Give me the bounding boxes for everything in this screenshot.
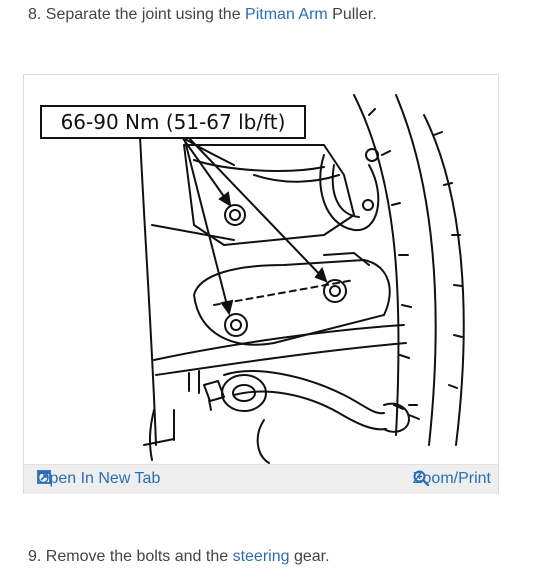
open-in-new-tab-button[interactable]: Open In New Tab: [37, 470, 160, 488]
step-9-suffix: gear.: [289, 548, 330, 565]
step-8-prefix: 8. Separate the joint using the: [28, 6, 246, 23]
pitman-arm-link[interactable]: Pitman Arm: [245, 6, 328, 23]
step-8-text: 8. Separate the joint using the Pitman A…: [28, 6, 377, 24]
step-9-text: 9. Remove the bolts and the steering gea…: [28, 548, 330, 566]
step-9-prefix: 9. Remove the bolts and the: [28, 548, 233, 565]
torque-spec-label: 66-90 Nm (51-67 lb/ft): [40, 105, 306, 139]
steering-link[interactable]: steering: [232, 548, 290, 565]
figure-card: 66-90 Nm (51-67 lb/ft) Open In New Tab Z…: [23, 74, 499, 494]
figure-toolbar: Open In New Tab Zoom/Print: [24, 464, 498, 494]
zoom-magnifier-icon: [413, 470, 429, 486]
zoom-print-button[interactable]: Zoom/Print: [413, 470, 491, 488]
zoom-print-label: Zoom/Print: [412, 470, 491, 487]
open-in-new-tab-icon: [37, 470, 51, 484]
open-in-new-tab-label: Open In New Tab: [37, 470, 161, 487]
steering-gear-illustration: [138, 94, 465, 464]
step-8-suffix: Puller.: [327, 6, 377, 23]
